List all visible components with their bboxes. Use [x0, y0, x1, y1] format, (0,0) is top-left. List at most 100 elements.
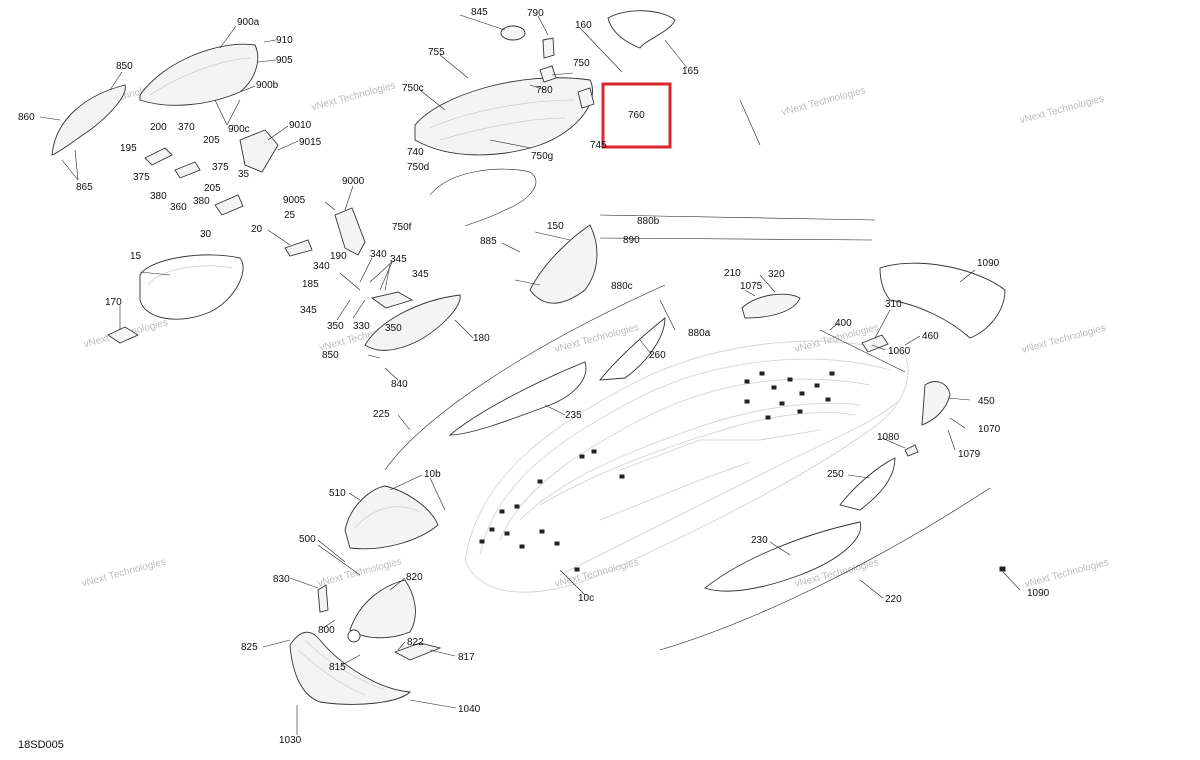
callout: 1080	[877, 432, 900, 443]
callout: 205	[203, 135, 220, 146]
callout: 350	[327, 321, 344, 332]
callout: 1075	[740, 281, 763, 292]
watermarks: vNext Technologies vNext Technologies vN…	[80, 80, 1110, 590]
callout: 825	[241, 642, 258, 653]
callout: 380	[193, 196, 210, 207]
leader-lines	[39, 14, 1021, 735]
callout: 160	[575, 20, 592, 31]
callout: 750c	[402, 83, 424, 94]
callout: 370	[178, 122, 195, 133]
callout: 150	[547, 221, 564, 232]
hull-fasteners	[479, 371, 835, 549]
callout: 510	[329, 488, 346, 499]
callout: 750g	[531, 151, 553, 162]
callout: 1090	[1027, 588, 1050, 599]
callout: 1040	[458, 704, 481, 715]
callout: 750d	[407, 162, 429, 173]
hull-outline	[464, 340, 909, 593]
callout: 230	[751, 535, 768, 546]
callout: 790	[527, 8, 544, 19]
callout: 1060	[888, 346, 911, 357]
watermark: vNext Technologies	[1019, 93, 1105, 126]
callout: 330	[353, 321, 370, 332]
callout: 210	[724, 268, 741, 279]
watermark: vNext Technologies	[1024, 557, 1110, 590]
callout: 9005	[283, 195, 306, 206]
watermark: vNext Technologies	[1021, 323, 1107, 356]
callout: 220	[885, 594, 902, 605]
callout: 1030	[279, 735, 302, 746]
callout: 880b	[637, 216, 660, 227]
callout: 20	[251, 224, 263, 235]
callout: 185	[302, 279, 319, 290]
callout: 755	[428, 47, 445, 58]
callout: 905	[276, 55, 293, 66]
callout: 850	[322, 350, 339, 361]
drawing-code: 18SD005	[18, 739, 64, 751]
callout: 910	[276, 35, 293, 46]
callout: 865	[76, 182, 93, 193]
callout: 9000	[342, 176, 365, 187]
callout: 25	[284, 210, 296, 221]
callout: 340	[370, 249, 387, 260]
callout: 30	[200, 229, 212, 240]
callout: 10b	[424, 469, 441, 480]
callout: 860	[18, 112, 35, 123]
callout: 1079	[958, 449, 981, 460]
callout: 815	[329, 662, 346, 673]
callout: 840	[391, 379, 408, 390]
callout: 170	[105, 297, 122, 308]
callout: 750f	[392, 222, 412, 233]
callout: 850	[116, 61, 133, 72]
callout: 9015	[299, 137, 322, 148]
callout: 375	[212, 162, 229, 173]
callout: 350	[385, 323, 402, 334]
callout: 380	[150, 191, 167, 202]
callout: 225	[373, 409, 390, 420]
callout: 817	[458, 652, 475, 663]
callout: 830	[273, 574, 290, 585]
callout: 460	[922, 331, 939, 342]
callout: 375	[133, 172, 150, 183]
callout: 9010	[289, 120, 312, 131]
watermark: vNext Technologies	[317, 556, 403, 589]
callout: 190	[330, 251, 347, 262]
callout: 740	[407, 147, 424, 158]
callout: 822	[407, 637, 424, 648]
callout: 780	[536, 85, 553, 96]
callout: 500	[299, 534, 316, 545]
callout: 400	[835, 318, 852, 329]
callout: 235	[565, 410, 582, 421]
callout: 1070	[978, 424, 1001, 435]
callout: 750	[573, 58, 590, 69]
highlight-box-150[interactable]	[601, 82, 672, 149]
callout: 745	[590, 140, 607, 151]
callout: 1090	[977, 258, 1000, 269]
callout: 35	[238, 169, 250, 180]
callout: 180	[473, 333, 490, 344]
watermark: vNext Technologies	[554, 557, 640, 590]
watermark: vNext Technologies	[310, 80, 396, 113]
callout: 885	[480, 236, 497, 247]
callout: 345	[390, 254, 407, 265]
callout: 890	[623, 235, 640, 246]
callout: 340	[313, 261, 330, 272]
callout: 900a	[237, 17, 260, 28]
callout: 10c	[578, 593, 594, 604]
callout: 250	[827, 469, 844, 480]
watermark: vNext Technologies	[81, 556, 167, 589]
callout: 195	[120, 143, 137, 154]
callout-150-highlighted: 760	[628, 110, 645, 121]
callout: 200	[150, 122, 167, 133]
callout: 345	[300, 305, 317, 316]
callout: 450	[978, 396, 995, 407]
callout: 880c	[611, 281, 633, 292]
watermark: vNext Technologies	[780, 85, 866, 118]
callout: 800	[318, 625, 335, 636]
callout: 900b	[256, 80, 279, 91]
callout: 205	[204, 183, 221, 194]
callout: 165	[682, 66, 699, 77]
parts	[51, 10, 1006, 705]
